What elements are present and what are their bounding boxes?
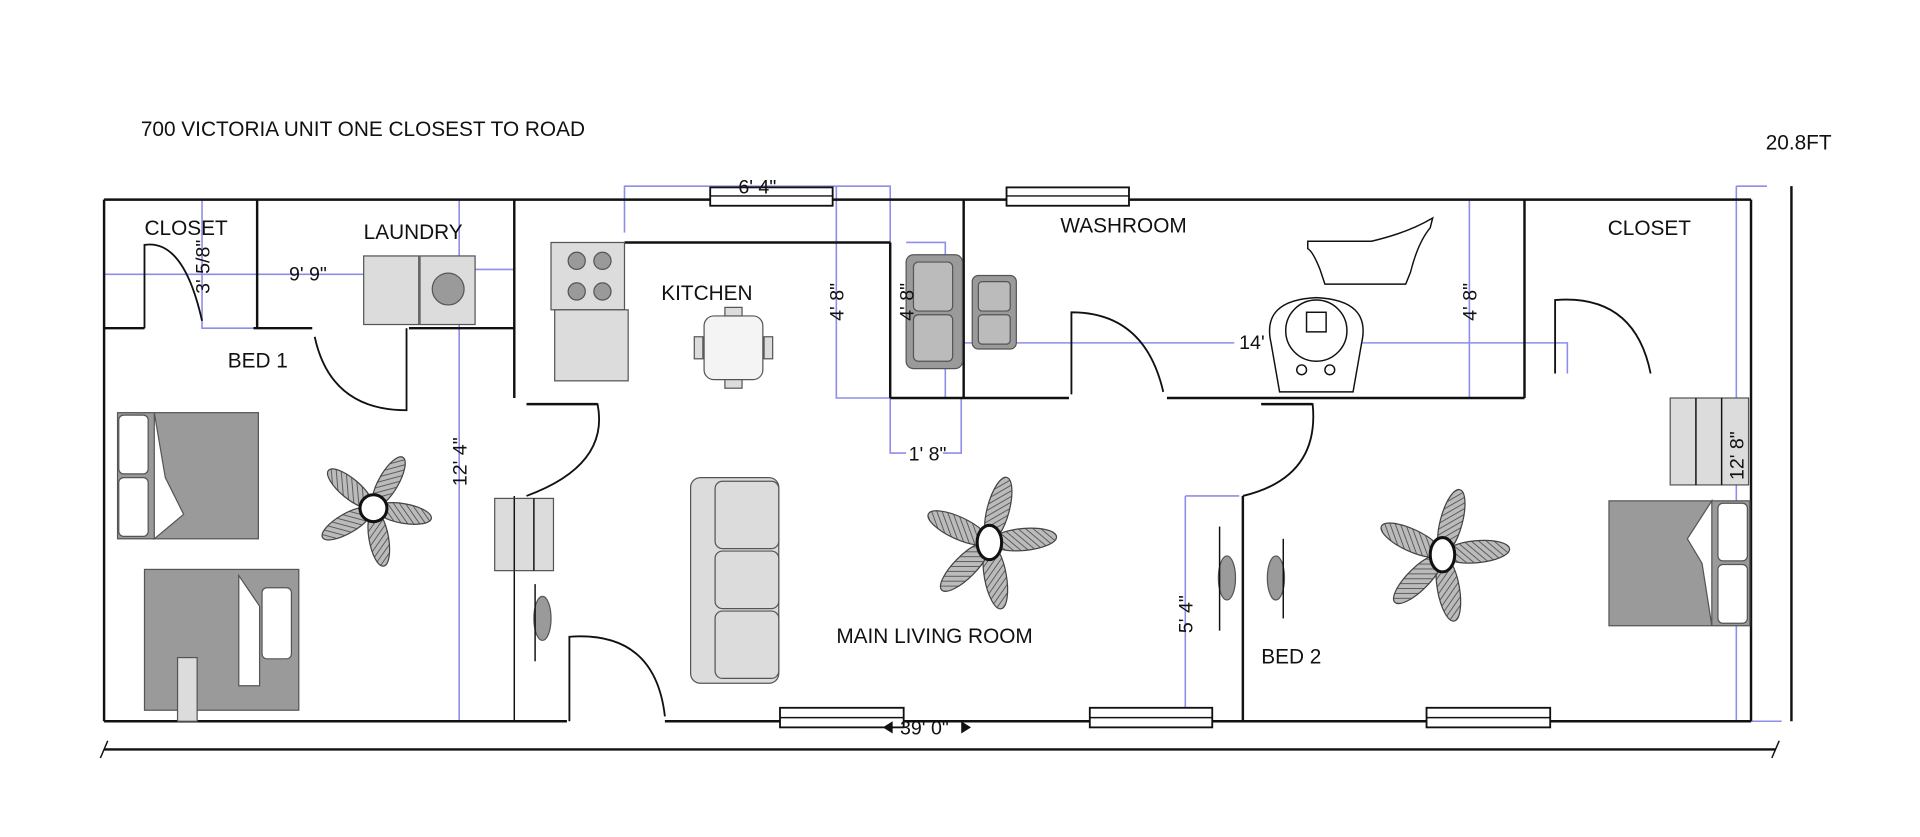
room-label-bed1: BED 1 [228,349,288,372]
room-label-washroom: WASHROOM [1060,215,1186,238]
dim-closet-depth: 3' 5/8" [192,240,214,294]
dresser [494,497,555,572]
toilet [1268,296,1364,393]
ceiling-fan-icon [927,476,1058,610]
closet-shelf [1669,397,1750,486]
dim-total-length: 39' 0" [900,718,949,740]
dim-kitchen-window: 6' 4" [738,177,776,199]
doors [143,243,1652,722]
room-label-living: MAIN LIVING ROOM [836,625,1032,648]
room-label-laundry: LAUNDRY [364,221,463,244]
room-label-bed2: BED 2 [1261,646,1321,669]
ceiling-fan-icon [321,456,433,567]
bed1-bed [116,412,259,541]
overall-length-line [99,740,1780,759]
washer-dryer [363,255,476,326]
bed2-bed [1608,498,1751,627]
plan-title: 700 VICTORIA UNIT ONE CLOSEST TO ROAD [141,118,585,141]
arrow-left-icon [882,721,893,734]
room-label-closet-left: CLOSET [144,217,228,240]
dim-kitchen-depth: 4' 8" [827,283,849,321]
dim-laundry-width: 9' 9" [289,263,327,285]
kitchen-sink [905,254,964,370]
arrow-right-icon [961,721,972,734]
sofa [690,476,780,684]
width-label: 20.8FT [1766,131,1832,154]
windows [709,186,1552,729]
dim-washroom-depth: 4' 8" [1460,283,1482,321]
room-label-kitchen: KITCHEN [661,282,752,305]
dim-bed2-wall: 5' 4" [1176,595,1198,633]
bunk-bed [143,568,300,722]
dim-sink-depth: 4' 8" [896,283,918,321]
dim-sink-offset: 1' 8" [909,443,947,465]
wall-tvs [533,526,1286,662]
bathtub [1307,216,1434,285]
dining-table [693,306,774,389]
dim-bed1-depth: 12' 4" [450,437,472,486]
stove [550,241,629,382]
washroom-sink [971,274,1017,350]
dim-washroom-width: 14' [1239,332,1265,354]
ceiling-fan-icon [1380,488,1511,622]
room-label-closet-right: CLOSET [1608,217,1692,240]
dim-bed2-depth: 12' 8" [1727,431,1749,480]
